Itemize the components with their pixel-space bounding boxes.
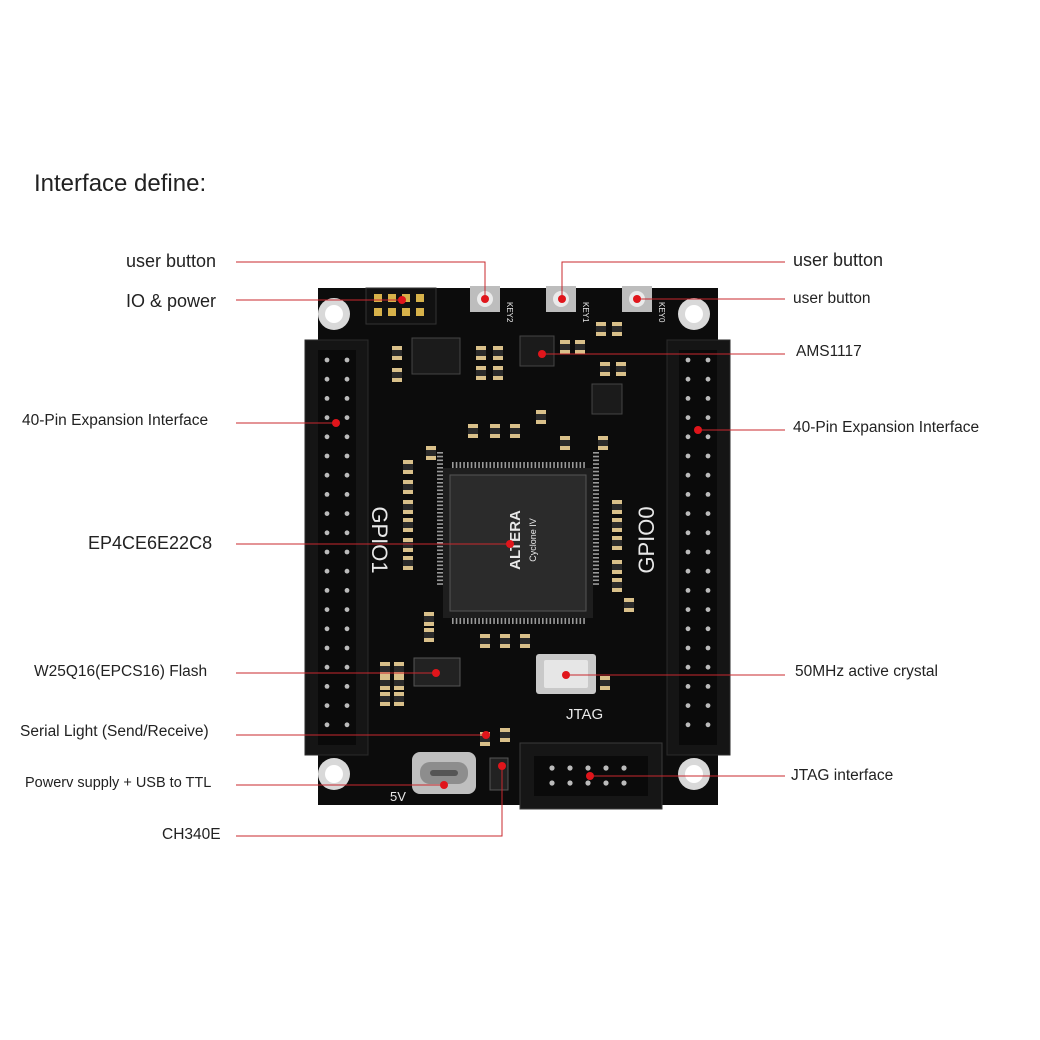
leader-lines	[236, 261, 785, 837]
key1-silk: KEY1	[581, 302, 590, 323]
chip-brand-text: ALTERA	[507, 510, 524, 570]
label-crystal: 50MHz active crystal	[795, 663, 938, 680]
label-io-power: IO & power	[126, 291, 217, 311]
label-40pin-right: 40-Pin Expansion Interface	[793, 419, 980, 436]
label-ams1117: AMS1117	[796, 343, 862, 360]
label-serial-light: Serial Light (Send/Receive)	[20, 723, 209, 740]
label-user-button-right-top: user button	[793, 250, 884, 270]
label-user-button-right: user button	[793, 290, 871, 307]
label-40pin-left: 40-Pin Expansion Interface	[22, 412, 209, 429]
label-user-button-left: user button	[126, 251, 217, 271]
smd-components	[380, 322, 634, 746]
fpga-chip	[437, 452, 599, 624]
jtag-silk: JTAG	[566, 706, 603, 723]
io-power-header	[365, 287, 437, 325]
label-flash: W25Q16(EPCS16) Flash	[34, 663, 208, 680]
gpio1-silk: GPIO1	[367, 506, 392, 573]
chip-family-text: Cyclone IV	[528, 518, 538, 562]
label-fpga: EP4CE6E22C8	[88, 533, 213, 553]
label-ch340: CH340E	[162, 826, 221, 843]
mounting-holes	[318, 298, 710, 790]
label-power-usb: Powerv supply + USB to TTL	[25, 775, 212, 791]
page-title: Interface define:	[34, 170, 207, 197]
left-expansion-header	[304, 339, 369, 756]
five-v-silk: 5V	[390, 789, 406, 804]
ch340-chip	[489, 757, 509, 791]
gpio0-silk: GPIO0	[634, 506, 659, 573]
key2-silk: KEY2	[505, 302, 514, 323]
label-jtag-interface: JTAG interface	[791, 767, 894, 784]
right-expansion-header	[666, 339, 731, 756]
usb-c-port	[412, 752, 476, 794]
regulators	[411, 335, 623, 415]
key0-silk: KEY0	[657, 302, 666, 323]
